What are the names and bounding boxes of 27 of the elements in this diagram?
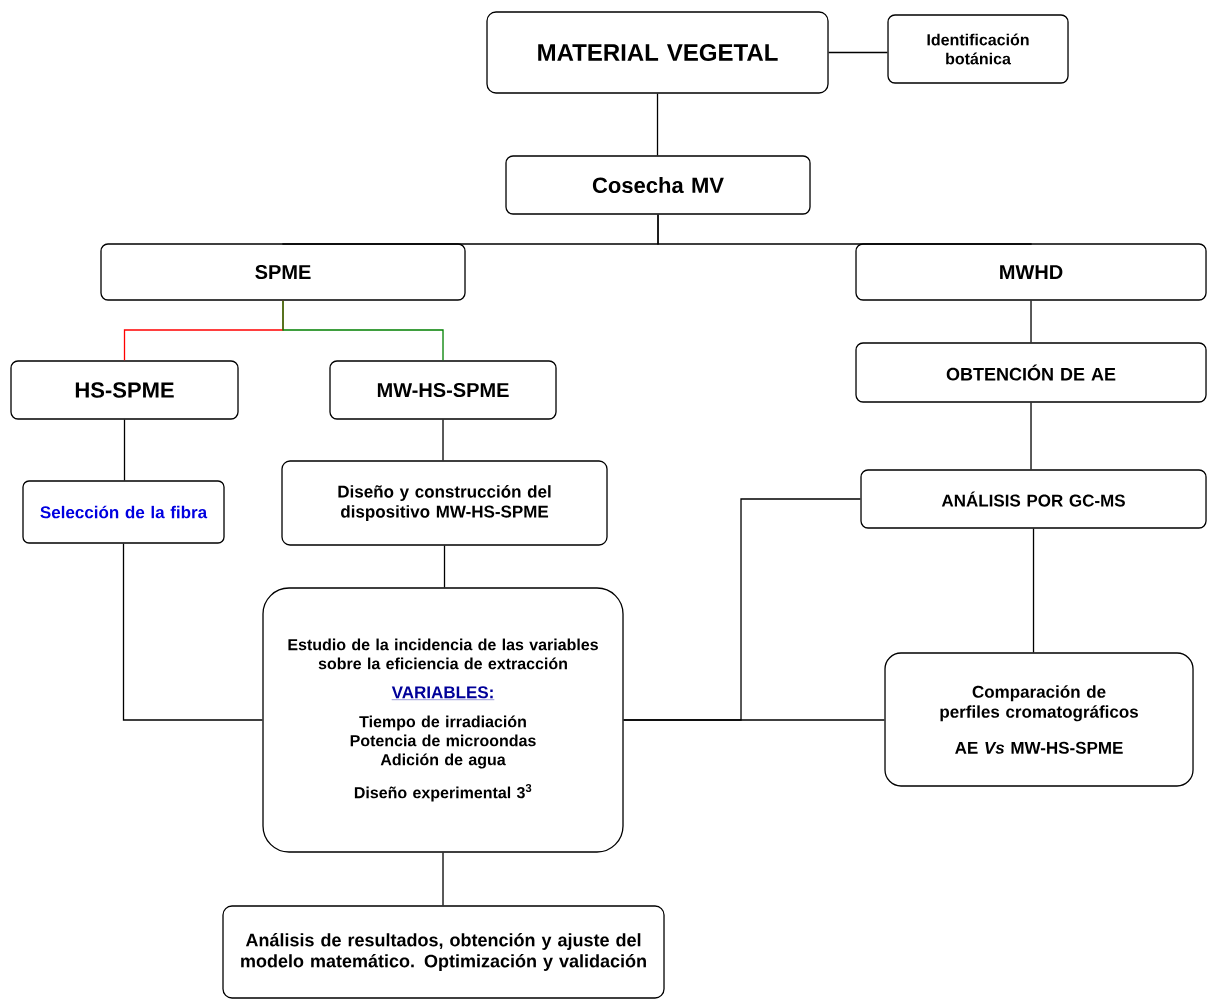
process-box: SPME — [100, 243, 466, 301]
connector-line — [623, 498, 861, 721]
connector-line — [443, 545, 446, 588]
process-box: Selección de la fibra — [22, 480, 225, 544]
process-box: MWHD — [855, 243, 1207, 301]
process-box: ANÁLISIS POR GC-MS — [860, 469, 1207, 529]
process-box: Cosecha MV — [505, 155, 811, 215]
process-box: MATERIAL VEGETAL — [486, 11, 829, 94]
process-box: MW-HS-SPME — [329, 360, 557, 420]
process-box: Diseño y construcción del dispositivo MW-HS-SPME — [281, 460, 608, 546]
connector-line — [657, 214, 1032, 245]
process-box: OBTENCIÓN DE AE — [855, 342, 1207, 403]
process-box: Comparación de perfiles cromatográficos AE Vs MW-HS-SPME — [884, 652, 1194, 787]
process-box: Identificación botánica — [887, 14, 1069, 84]
process-box: HS-SPME — [10, 360, 239, 420]
connector-line — [1030, 300, 1032, 343]
connector-line — [442, 852, 444, 906]
process-box: Estudio de la incidencia de las variables sobre la eficiencia de extracción VARIABLES: Tiempo de irradiación Potencia de microondas Adición de agua Diseño experimental 3$^{3}$ — [262, 587, 624, 853]
connector-line — [1032, 528, 1035, 653]
process-box: Análisis de resultados, obtención y ajuste del modelo matemático. Optimización y validación — [222, 905, 665, 999]
connector-line — [123, 419, 126, 481]
connector-line — [656, 93, 659, 156]
connector-line — [828, 51, 888, 54]
connector-line — [442, 419, 444, 461]
connector-line — [1030, 402, 1032, 470]
connector-line — [282, 300, 444, 361]
connector-line — [122, 543, 263, 721]
